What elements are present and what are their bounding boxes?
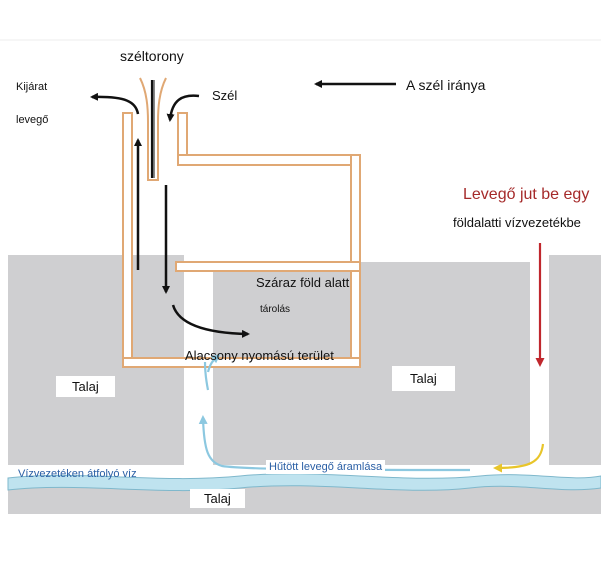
- exit-air-arrow: [90, 92, 140, 115]
- label-water-flow: Vízvezetéken átfolyó víz: [18, 468, 137, 480]
- label-soil-middle: Talaj: [392, 366, 455, 391]
- label-wind-direction: A szél iránya: [406, 77, 486, 93]
- cooled-air-into-room-arrow: [206, 354, 221, 373]
- soil-block-bottom: [8, 486, 601, 514]
- label-soil-left: Talaj: [56, 376, 115, 397]
- label-dry-storage-line2: tárolás: [260, 304, 291, 315]
- cooled-air-flow-arrow: [198, 415, 471, 472]
- label-air-enters-line1: Levegő jut be egy: [463, 186, 590, 203]
- upper-floor-slab: [177, 154, 361, 166]
- label-soil-bottom: Talaj: [190, 489, 245, 508]
- soil-block-right: [549, 255, 601, 465]
- label-exit-line1: Kijárat: [16, 81, 48, 93]
- air-into-room-arrow: [171, 304, 250, 338]
- label-dry-storage-line1: Száraz föld alatt: [256, 275, 350, 290]
- label-tower: széltorony: [120, 48, 184, 64]
- wind-entering-arrow: [166, 94, 200, 122]
- label-exit-line2: levegő: [16, 114, 49, 126]
- label-air-enters-line2: földalatti vízvezetékbe: [453, 215, 581, 230]
- label-wind: Szél: [212, 88, 238, 103]
- cooled-air-rising-arrow: [203, 361, 210, 391]
- label-cooled-air: Hűtött levegő áramlása: [266, 460, 386, 474]
- bottom-floor-slab: [122, 357, 361, 368]
- middle-floor-slab: [175, 261, 361, 272]
- air-to-pipe-arrow: [493, 443, 545, 473]
- label-low-pressure: Alacsony nyomású terület: [185, 348, 334, 363]
- building-left-wall: [122, 112, 133, 368]
